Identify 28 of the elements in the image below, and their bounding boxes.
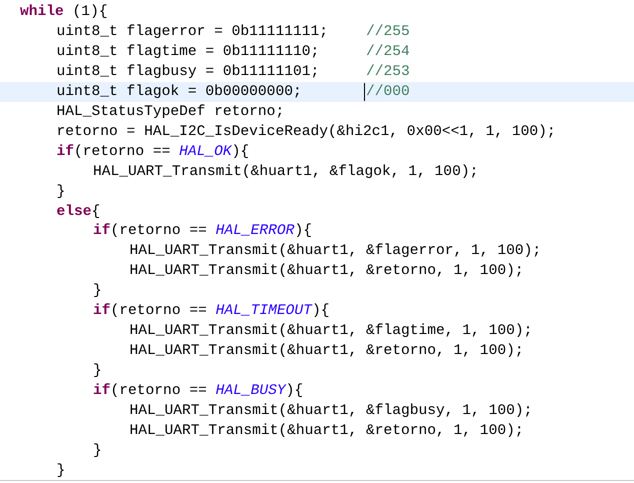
code-line: retorno = HAL_I2C_IsDeviceReady(&hi2c1, 0x00<<1, 1, 100); — [56, 122, 556, 141]
code-line: } — [93, 282, 102, 300]
code-comment: //253 — [366, 62, 410, 81]
code-line: if(retorno == HAL_OK){ — [56, 142, 250, 161]
code-line: HAL_UART_Transmit(&huart1, &flagtime, 1, 100); — [130, 322, 532, 340]
code-line: else{ — [56, 202, 100, 220]
code-line: } — [93, 362, 102, 380]
code-line: } — [93, 442, 102, 460]
code-line: HAL_UART_Transmit(&huart1, &retorno, 1, 100); — [130, 262, 524, 280]
code-line: } — [56, 182, 66, 201]
code-line: uint8_t flagtime = 0b11111110; — [56, 42, 320, 61]
code-line: uint8_t flagerror = 0b11111111; — [56, 22, 328, 41]
code-comment: //000 — [366, 82, 410, 101]
code-line: uint8_t flagbusy = 0b11111101; — [56, 62, 320, 81]
code-line: uint8_t flagok = 0b00000000; — [56, 82, 302, 101]
code-line: HAL_UART_Transmit(&huart1, &retorno, 1, 100); — [130, 422, 524, 440]
code-line: HAL_StatusTypeDef retorno; — [56, 102, 284, 121]
code-line: if(retorno == HAL_ERROR){ — [93, 222, 312, 240]
code-line: HAL_UART_Transmit(&huart1, &flagerror, 1, 100); — [130, 242, 542, 260]
code-line: HAL_UART_Transmit(&huart1, &flagok, 1, 100); — [93, 162, 478, 181]
code-comment: //254 — [366, 42, 410, 61]
code-line: if(retorno == HAL_TIMEOUT){ — [93, 302, 330, 320]
code-line: HAL_UART_Transmit(&huart1, &retorno, 1, 100); — [130, 342, 524, 360]
code-line: if(retorno == HAL_BUSY){ — [93, 382, 304, 400]
code-line: while (1){ — [20, 3, 108, 21]
code-line: HAL_UART_Transmit(&huart1, &flagbusy, 1, 100); — [130, 402, 532, 420]
code-comment: //255 — [366, 22, 410, 41]
code-line: } — [56, 462, 66, 480]
